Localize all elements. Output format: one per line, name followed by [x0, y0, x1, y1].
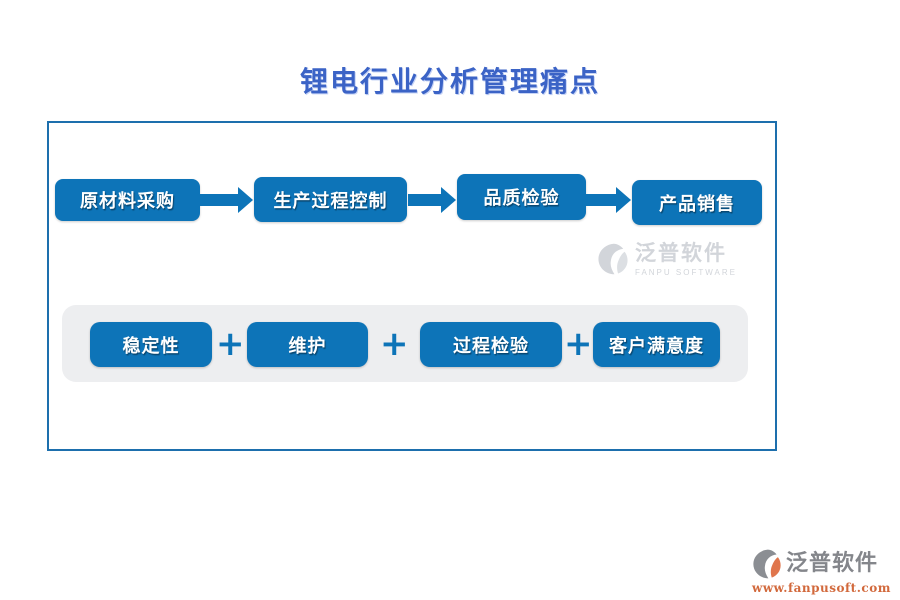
- watermark: 泛普软件 FANPU SOFTWARE: [597, 241, 737, 278]
- footer-logo-url: www.fanpusoft.com: [752, 581, 891, 595]
- footer-logo: 泛普软件 www.fanpusoft.com: [752, 548, 891, 595]
- flow-step-quality-inspection: 品质检验: [457, 174, 586, 220]
- arrow-head: [616, 187, 631, 213]
- page-title: 锂电行业分析管理痛点: [299, 65, 600, 98]
- arrow-shaft: [200, 194, 238, 206]
- plus-icon: +: [380, 324, 409, 364]
- watermark-subtitle: FANPU SOFTWARE: [635, 268, 737, 278]
- arrow-right-icon: [200, 187, 253, 213]
- watermark-text: 泛普软件 FANPU SOFTWARE: [635, 241, 737, 278]
- footer-logo-row: 泛普软件: [752, 548, 878, 580]
- fanpu-logo-icon: [598, 243, 628, 275]
- plus-icon: +: [564, 324, 593, 364]
- pain-point-stability: 稳定性: [90, 322, 212, 367]
- arrow-head: [441, 187, 456, 213]
- arrow-shaft: [586, 194, 616, 206]
- pain-point-customer-satisfaction: 客户满意度: [593, 322, 720, 367]
- watermark-name: 泛普软件: [635, 241, 727, 265]
- arrow-right-icon: [586, 187, 631, 213]
- arrow-right-icon: [408, 187, 456, 213]
- diagram-container: [47, 121, 777, 451]
- flow-step-raw-material: 原材料采购: [55, 179, 200, 221]
- fanpu-logo-icon: [753, 549, 781, 579]
- flow-step-production-control: 生产过程控制: [254, 177, 407, 222]
- pain-point-maintenance: 维护: [247, 322, 368, 367]
- plus-icon: +: [216, 324, 245, 364]
- arrow-head: [238, 187, 253, 213]
- arrow-shaft: [408, 194, 441, 206]
- pain-point-process-inspection: 过程检验: [420, 322, 562, 367]
- flow-step-product-sales: 产品销售: [632, 180, 762, 225]
- footer-logo-name: 泛普软件: [786, 550, 879, 576]
